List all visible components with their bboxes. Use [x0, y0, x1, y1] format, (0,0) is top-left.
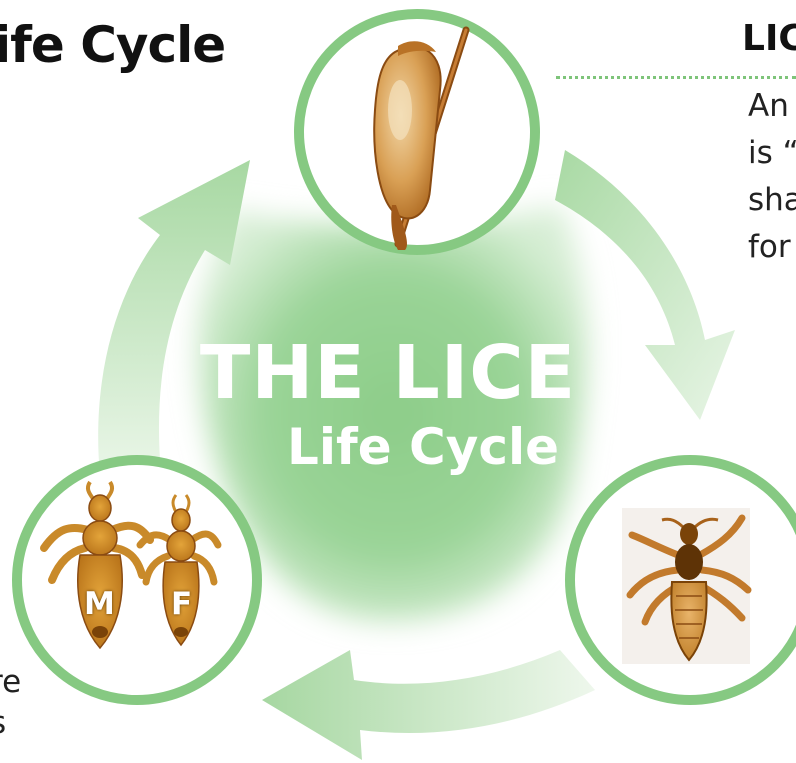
stage-circle-adult	[570, 460, 796, 700]
cycle-arrow-bottom	[262, 650, 595, 760]
male-label: M	[84, 586, 115, 622]
left-text-line: re	[0, 664, 21, 700]
stage-circle-male-female	[17, 460, 257, 700]
center-title-line1: THE LICE	[0, 330, 796, 416]
side-text-line: for	[748, 229, 791, 265]
left-text-line: s	[0, 705, 6, 741]
side-text-line: sha	[748, 182, 796, 218]
stage-circle-nit	[299, 14, 535, 250]
center-title-line2: Life Cycle	[50, 418, 796, 476]
side-text-line: An	[748, 88, 789, 124]
dotted-divider	[556, 76, 796, 79]
center-title: THE LICE Life Cycle	[0, 330, 796, 476]
female-label: F	[171, 586, 192, 622]
side-panel-heading: LIC	[742, 18, 796, 59]
page-title: ife Cycle	[0, 16, 225, 74]
side-text-line: is “	[748, 135, 796, 171]
